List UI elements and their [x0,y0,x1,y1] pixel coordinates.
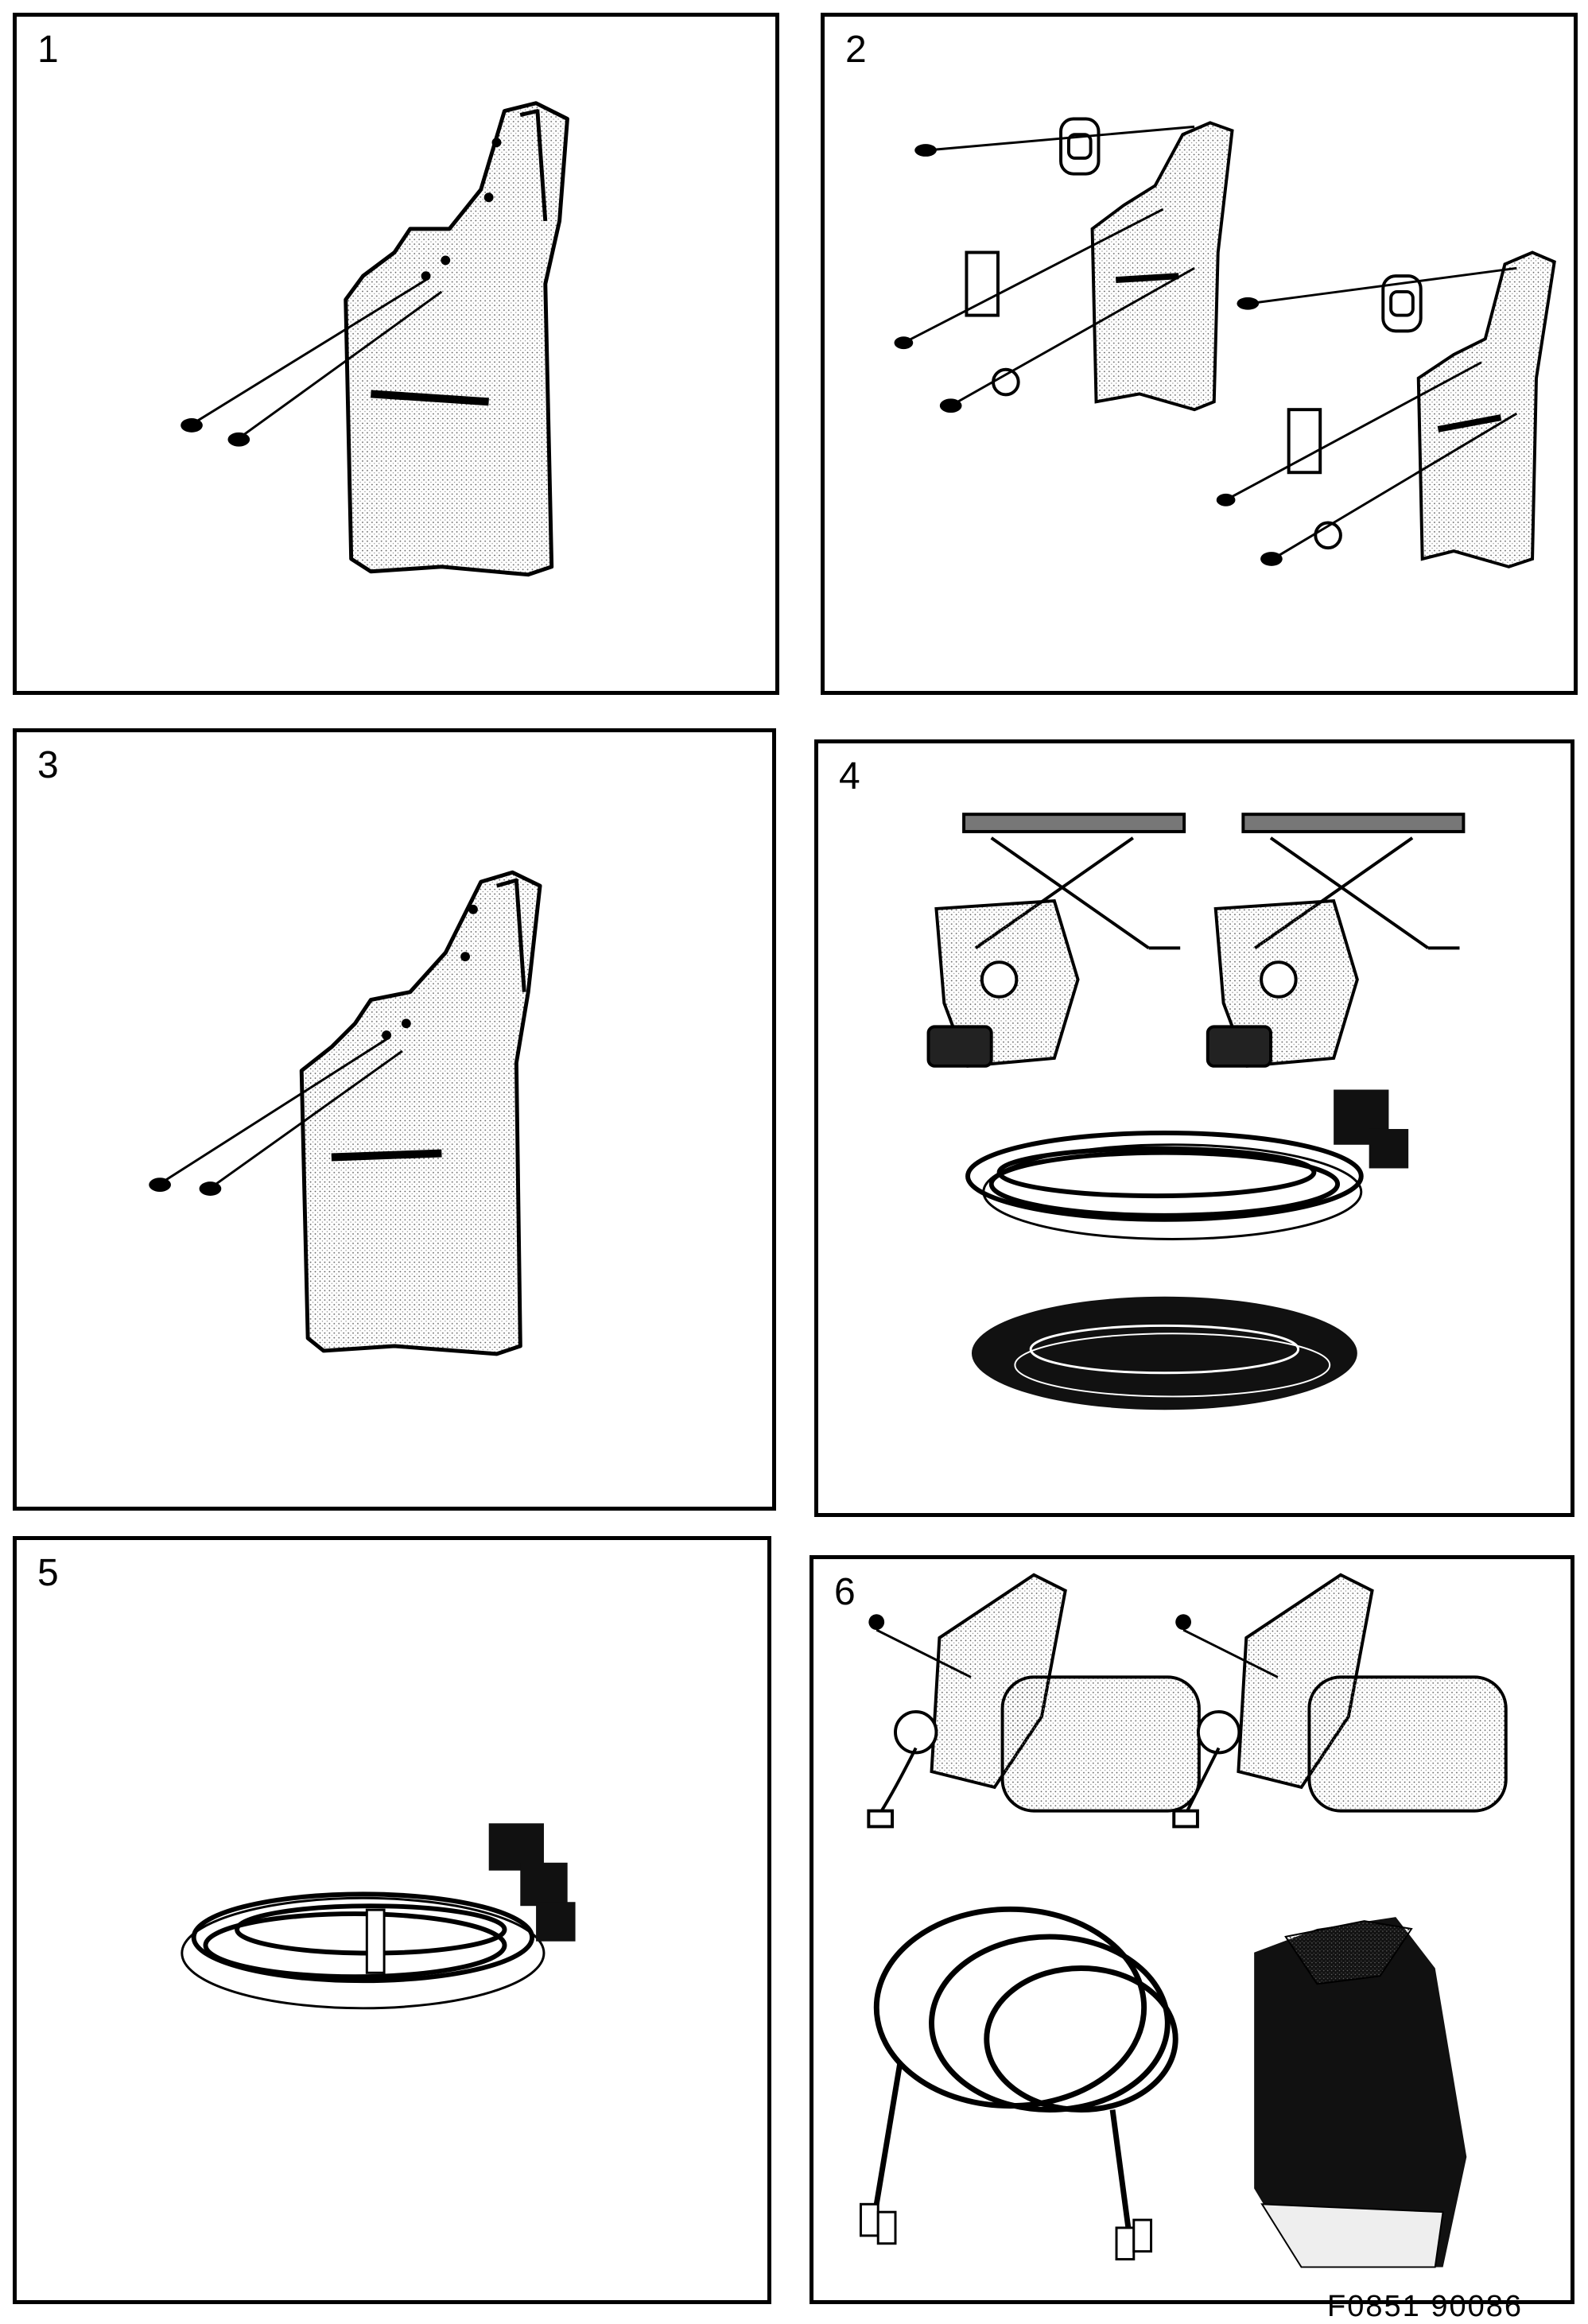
door-trim-panels-with-brackets-illustration [894,117,1556,568]
wiring-harness-1 [965,1130,1364,1241]
hardware-bag [1254,1917,1467,2268]
panel-6: 6 [810,1555,1574,2304]
panel-2: 2 [821,13,1578,695]
panel-4: 4 [814,739,1574,1517]
screw-icons [181,418,250,447]
panel-number: 5 [37,1552,59,1594]
screw-lines [189,278,443,440]
trim-panel [344,101,569,577]
panel-1: 1 [13,13,779,695]
wiring-harness-2 [971,1296,1357,1410]
figure-code: F0851 90086 [1327,2290,1523,2323]
panel-number: 4 [839,755,860,797]
window-regulators-and-harness-illustration [926,813,1466,1410]
door-trim-panel-illustration [149,870,542,1356]
mirrors-cables-bag-illustration [859,1573,1508,2268]
panel-number: 3 [37,744,59,786]
panel-number: 6 [834,1571,856,1613]
panel-5: 5 [13,1536,771,2304]
wiring-harness-illustration [181,1823,576,2010]
panel-number: 1 [37,29,59,71]
panel-number: 2 [845,29,867,71]
panel-3: 3 [13,728,776,1511]
mirror-cable-coil [873,1906,1178,2229]
door-trim-panel-illustration [181,101,569,577]
